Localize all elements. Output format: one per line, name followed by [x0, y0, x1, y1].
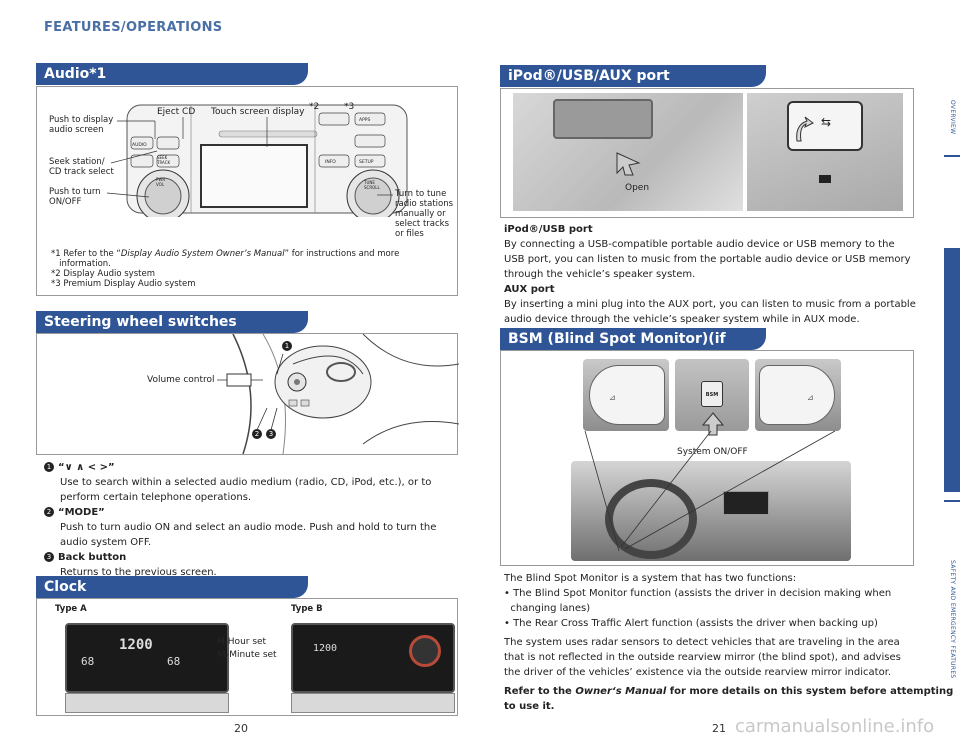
steering-section-title: Steering wheel switches — [36, 311, 308, 333]
ipod-section-title: iPod®/USB/AUX port — [500, 65, 766, 87]
footnote-1: *1 Refer to the “Display Audio System Ow… — [51, 249, 400, 269]
aux-port-heading: AUX port — [504, 284, 555, 295]
clock-a-temp-right: 68 — [167, 655, 181, 668]
steering-panel-box: Volume control 1 2 3 — [36, 333, 459, 455]
bsm-intro: The Blind Spot Monitor is a system that … — [504, 573, 797, 584]
minute-set-label: M-Minute set — [217, 650, 277, 660]
info-button[interactable]: INFO — [325, 160, 336, 165]
clock-type-b-label: Type B — [291, 604, 323, 614]
side-tab-overview-label: OVERVIEW — [949, 100, 956, 135]
footnote-2: *2 Display Audio system — [51, 269, 155, 279]
aux-port-text: By inserting a mini plug into the AUX po… — [504, 299, 916, 325]
steering-items: 1“∨ ∧ < >” Use to search within a select… — [44, 460, 454, 580]
usb-port-heading: iPod®/USB port — [504, 224, 593, 235]
push-display-label: Push to display audio screen — [49, 115, 114, 135]
clock-b-time: 1200 — [313, 643, 338, 654]
usb-icon: ⇆ — [821, 115, 832, 129]
volume-callout-line — [217, 353, 284, 431]
usb-lift-arrow-icon — [796, 116, 814, 142]
side-tab-divider — [944, 155, 960, 157]
turn-tune-label: Turn to tune radio stations manually or … — [395, 189, 454, 239]
bsm-bullet-1: • The Blind Spot Monitor function (assis… — [504, 588, 892, 614]
premium-audio-note-marker: *3 — [344, 102, 355, 112]
dashboard-steering-wheel — [605, 479, 697, 559]
page-number-right: 21 — [712, 722, 726, 735]
eject-cd-label: Eject CD — [157, 107, 196, 117]
bsm-description: The Blind Spot Monitor is a system that … — [504, 571, 954, 714]
audio-panel-box: AUDIO APPS INFO SETUP TUNE SCROLL PWR VO… — [36, 86, 458, 296]
volume-control-label: Volume control — [147, 375, 215, 385]
apps-button[interactable]: APPS — [359, 118, 371, 123]
usb-port-text: By connecting a USB-compatible portable … — [504, 239, 911, 280]
ipod-description: iPod®/USB port By connecting a USB-compa… — [504, 222, 916, 327]
left-mirror-indicator-icon: ⊿ — [609, 393, 616, 402]
power-volume-knob[interactable]: PWR VOL — [156, 177, 166, 187]
usb-port-slot — [819, 175, 831, 183]
bsm-refer-note: Refer to the Owner‘s Manual for more det… — [504, 686, 954, 712]
hour-set-label: H-Hour set — [217, 637, 267, 647]
side-tab-divider — [944, 500, 960, 502]
push-turn-label: Push to turn ON/OFF — [49, 187, 101, 207]
bsm-switch-arrow-icon — [701, 412, 725, 436]
display-audio-note-marker: *2 — [309, 102, 320, 112]
dashboard-center-screen — [723, 491, 769, 515]
callout-3: 3 — [266, 429, 276, 439]
tune-scroll-knob[interactable]: TUNE SCROLL — [364, 180, 380, 190]
callout-1: 1 — [282, 341, 292, 351]
audio-button[interactable]: AUDIO — [132, 143, 147, 148]
bsm-section-title: BSM (Blind Spot Monitor)(if equipped) — [500, 328, 766, 369]
side-tab-features-label: FEATURES/OPERATIONS — [949, 330, 956, 407]
seek-station-label: Seek station/ CD track select — [49, 157, 114, 177]
clock-b-lower-panel — [291, 693, 455, 713]
left-mirror-glass — [589, 365, 665, 425]
clock-b-gauge-icon — [409, 635, 441, 667]
bsm-bullet-2: • The Rear Cross Traffic Alert function … — [504, 618, 878, 629]
page-header: FEATURES/OPERATIONS — [44, 20, 223, 35]
steering-item-1-desc: Use to search within a selected audio me… — [60, 477, 432, 503]
ipod-photo-box: Open ⇆ — [500, 88, 914, 218]
open-arrow-icon — [616, 152, 641, 176]
audio-section-title: Audio*1 — [36, 63, 308, 85]
clock-panel-box: Type A Type B 1200 68 68 H-Hour set M-Mi… — [36, 598, 458, 716]
open-label: Open — [625, 183, 650, 193]
watermark: carmanualsonline.info — [735, 716, 935, 737]
clock-a-temp-left: 68 — [81, 655, 95, 668]
right-mirror-glass — [759, 365, 835, 425]
console-compartment — [553, 99, 653, 139]
steering-item-2-desc: Push to turn audio ON and select an audi… — [60, 522, 437, 548]
audio-callout-lines — [106, 117, 393, 198]
footnote-3: *3 Premium Display Audio system — [51, 279, 196, 289]
system-on-off-label: System ON/OFF — [677, 447, 748, 457]
steering-item-1: 1“∨ ∧ < >” — [44, 460, 454, 475]
setup-button[interactable]: SETUP — [359, 160, 374, 165]
touch-screen-label: Touch screen display — [211, 107, 305, 117]
steering-item-2: 2“MODE” — [44, 505, 454, 520]
steering-wheel-illustration — [232, 334, 459, 454]
clock-section-title: Clock — [36, 576, 308, 598]
side-tab-overview[interactable] — [944, 0, 960, 155]
clock-type-a-display — [65, 623, 229, 693]
bsm-callout-lines — [584, 430, 836, 552]
side-tab-features-active[interactable] — [944, 248, 960, 492]
steering-item-3-desc: Returns to the previous screen. — [60, 567, 217, 578]
bsm-paragraph: The system uses radar sensors to detect … — [504, 637, 901, 678]
clock-a-time: 1200 — [119, 637, 153, 653]
callout-2: 2 — [252, 429, 262, 439]
bsm-photo-box: ⊿ BSM ⊿ System ON/OFF — [500, 350, 914, 566]
seek-track-button[interactable]: SEEK TRACK — [157, 155, 171, 165]
page-number-left: 20 — [234, 722, 248, 735]
clock-a-lower-panel — [65, 693, 229, 713]
bsm-switch[interactable]: BSM — [701, 381, 723, 407]
clock-type-a-label: Type A — [55, 604, 87, 614]
right-mirror-indicator-icon: ⊿ — [807, 393, 814, 402]
side-tab-safety-label[interactable]: SAFETY AND EMERGENCY FEATURES — [949, 560, 956, 679]
